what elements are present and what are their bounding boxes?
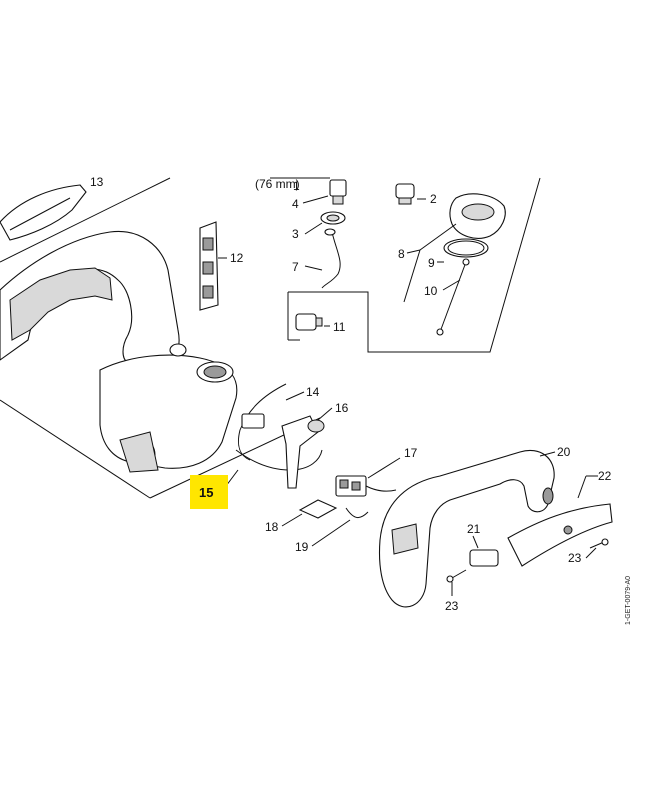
callout-15: 15 <box>199 485 213 500</box>
spring-part-19 <box>345 507 369 518</box>
callout-16: 16 <box>335 401 349 415</box>
grommet-part-3 <box>320 211 346 225</box>
housing-part <box>0 230 238 473</box>
leader-lines <box>218 195 598 596</box>
switch-assembly-part-17 <box>335 475 397 497</box>
callout-11: 11 <box>333 320 346 334</box>
grip-cover-part-22 <box>507 503 613 567</box>
o-ring-part-9 <box>443 238 489 258</box>
pickup-body-part-11 <box>295 313 323 331</box>
callout-18: 18 <box>265 520 279 534</box>
screw-part-23-left <box>446 569 467 583</box>
callout-8: 8 <box>398 247 405 261</box>
throttle-trigger-part-16 <box>281 415 325 489</box>
dimension-note: (76 mm) <box>255 177 300 191</box>
fuel-cap-small-part-2 <box>395 183 415 205</box>
callout-21: 21 <box>467 522 481 536</box>
drawing-code: 1-GET-0079-A0 <box>625 576 632 625</box>
callout-1: 1 <box>293 179 300 193</box>
clamp-part-21 <box>469 549 499 567</box>
callout-14: 14 <box>306 385 320 399</box>
callout-13: 13 <box>90 175 104 189</box>
spring-part-18 <box>298 499 338 519</box>
fuel-line-part-7 <box>321 228 341 289</box>
inset-box-frame <box>287 177 541 353</box>
callout-19: 19 <box>295 540 309 554</box>
callout-20: 20 <box>557 445 571 459</box>
strap-part-10 <box>436 258 470 336</box>
callout-17: 17 <box>404 446 418 460</box>
fuel-cap-large-part-8 <box>449 193 506 239</box>
callout-23-left: 23 <box>445 599 459 613</box>
handle-part-20 <box>379 450 555 608</box>
wiring-harness-part-14 <box>235 383 323 471</box>
plug-part-1 <box>329 179 347 205</box>
handle-cover-part <box>0 184 87 241</box>
callout-7: 7 <box>292 260 299 274</box>
callout-9: 9 <box>428 256 435 270</box>
callout-10: 10 <box>424 284 438 298</box>
highlight-box-15 <box>190 475 228 509</box>
callout-4: 4 <box>292 197 299 211</box>
callout-22: 22 <box>598 469 612 483</box>
decal-strip-part <box>199 221 219 311</box>
housing-frame-lines <box>0 177 330 499</box>
screw-part-23-right <box>589 538 609 549</box>
callout-12: 12 <box>230 251 244 265</box>
callout-3: 3 <box>292 227 299 241</box>
callout-2: 2 <box>430 192 437 206</box>
callout-23-right: 23 <box>568 551 582 565</box>
